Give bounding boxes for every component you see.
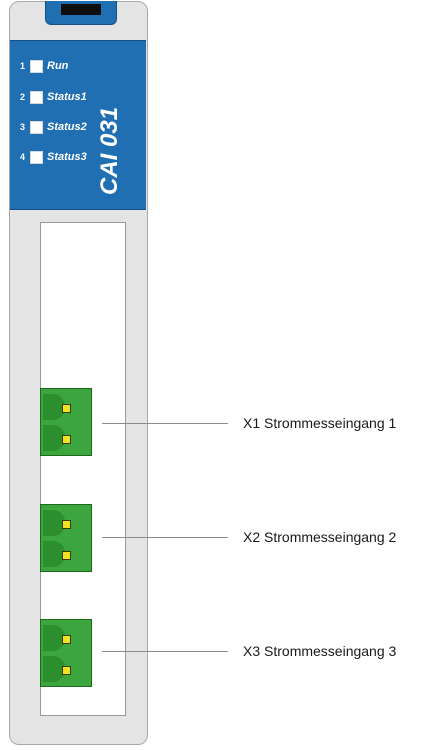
connector-label-x1: X1 Strommesseingang 1 [243, 415, 397, 431]
led-label: Run [47, 60, 69, 72]
led-indicator-status1 [30, 90, 43, 104]
led-indicator-run [30, 59, 43, 73]
led-number: 4 [20, 152, 26, 162]
pin-icon [62, 404, 71, 413]
led-number: 1 [20, 61, 26, 71]
led-number: 2 [20, 92, 26, 102]
leader-line-x1 [102, 423, 228, 424]
led-label: Status3 [47, 151, 87, 163]
led-row-3: 3 Status2 [20, 120, 87, 134]
led-indicator-status3 [30, 150, 43, 164]
led-row-4: 4 Status3 [20, 150, 87, 164]
connector-x3 [40, 619, 92, 687]
top-clip [45, 1, 117, 25]
led-row-1: 1 Run [20, 59, 68, 73]
connector-label-x3: X3 Strommesseingang 3 [243, 643, 397, 659]
led-label: Status1 [47, 91, 87, 103]
module-model-name: CAI 031 [96, 106, 123, 195]
leader-line-x3 [102, 651, 228, 652]
pin-icon [62, 435, 71, 444]
pin-icon [62, 520, 71, 529]
connector-x2 [40, 504, 92, 572]
top-clip-slot [61, 4, 101, 15]
connector-x1 [40, 388, 92, 456]
status-panel: 1 Run 2 Status1 3 Status2 4 Status3 CAI … [10, 40, 146, 210]
led-indicator-status2 [30, 120, 43, 134]
led-label: Status2 [47, 121, 87, 133]
connector-label-x2: X2 Strommesseingang 2 [243, 529, 397, 545]
pin-icon [62, 635, 71, 644]
led-number: 3 [20, 122, 26, 132]
pin-icon [62, 666, 71, 675]
led-row-2: 2 Status1 [20, 90, 87, 104]
leader-line-x2 [102, 537, 228, 538]
pin-icon [62, 551, 71, 560]
io-module: 1 Run 2 Status1 3 Status2 4 Status3 CAI … [9, 1, 148, 745]
